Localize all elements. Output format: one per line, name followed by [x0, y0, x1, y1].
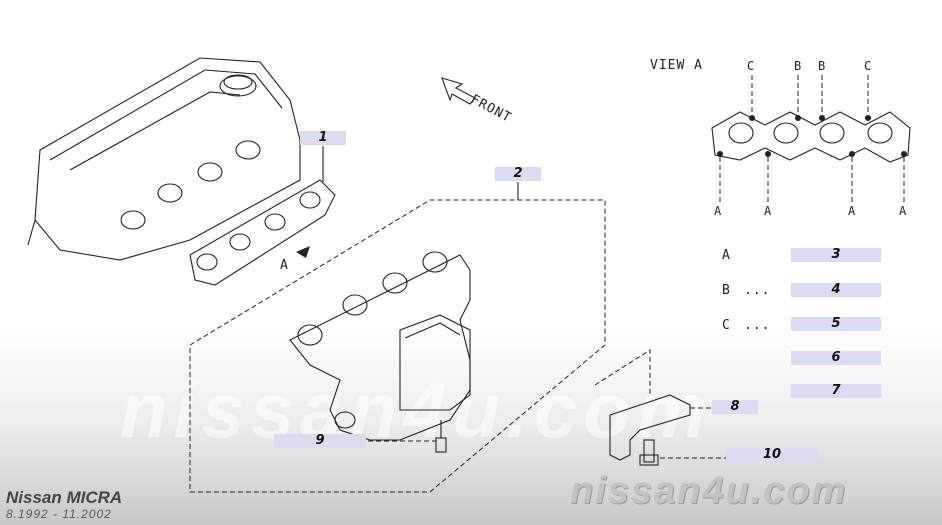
- legend-num-5[interactable]: 5: [791, 317, 881, 331]
- bolt-label-a3: A: [848, 204, 856, 218]
- front-arrow-icon: [441, 77, 476, 105]
- model-dates: 8.1992 - 11.2002: [6, 507, 112, 521]
- bolt-label-c1: C: [747, 59, 755, 73]
- legend-letter-a: A: [722, 248, 731, 263]
- site-logo[interactable]: nissan4u.com: [570, 470, 848, 512]
- bolt-label-c2: C: [864, 59, 872, 73]
- view-a-arrow: [296, 246, 310, 258]
- model-name: Nissan MICRA: [6, 488, 123, 507]
- legend-dots-b: ...: [744, 283, 771, 298]
- callout-2[interactable]: 2: [495, 167, 541, 181]
- bolt-label-a4: A: [899, 204, 907, 218]
- legend-num-7[interactable]: 7: [791, 384, 881, 398]
- assembly-box: [189, 199, 606, 493]
- stud-9: [368, 420, 447, 453]
- legend-num-4[interactable]: 4: [791, 283, 881, 297]
- legend-dots-c: ...: [744, 318, 771, 333]
- engine-head: [27, 57, 301, 261]
- legend-num-6[interactable]: 6: [791, 351, 881, 365]
- legend-letter-b: B: [722, 283, 731, 298]
- view-a-gasket: [711, 75, 911, 202]
- manifold-gasket: [189, 179, 336, 286]
- callout-1[interactable]: 1: [300, 131, 346, 145]
- bracket-8: [594, 349, 712, 461]
- bolt-label-b1: B: [794, 59, 802, 73]
- callout-8[interactable]: 8: [712, 400, 758, 414]
- bolt-label-a1: A: [714, 204, 722, 218]
- bolt-10: [639, 439, 726, 466]
- view-a-title: VIEW A: [650, 58, 703, 73]
- legend-letter-c: C: [722, 318, 731, 333]
- callout-9[interactable]: 9: [274, 434, 366, 448]
- view-a-direction-label: A: [280, 258, 289, 273]
- exhaust-manifold: [289, 251, 471, 441]
- callout-10[interactable]: 10: [726, 448, 818, 462]
- bolt-label-b2: B: [818, 59, 826, 73]
- legend-num-3[interactable]: 3: [791, 248, 881, 262]
- bolt-label-a2: A: [764, 204, 772, 218]
